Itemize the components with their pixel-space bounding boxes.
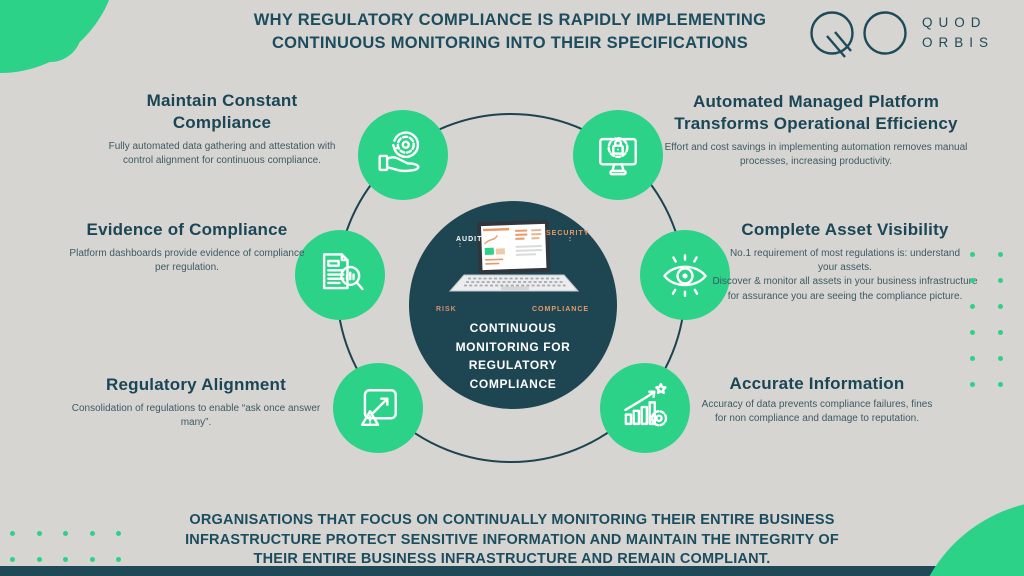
green-dot: [89, 557, 95, 562]
green-dot: [970, 252, 975, 257]
green-dot: [970, 356, 975, 361]
green-dot: [10, 531, 15, 536]
node-asset-title: Complete Asset Visibility: [741, 220, 949, 239]
node-asset: Complete Asset Visibility No.1 requireme…: [710, 219, 980, 304]
page-title: WHY REGULATORY COMPLIANCE IS RAPIDLY IMP…: [253, 11, 767, 53]
green-dot: [116, 531, 121, 536]
green-dot: [970, 304, 975, 309]
node-accurate-title: Accurate Information: [729, 374, 905, 393]
node-automated-description: Effort and cost savings in implementing …: [664, 142, 968, 168]
gear-hand-icon: [378, 131, 420, 173]
laptop-label-risk: RISK: [436, 306, 457, 313]
document-magnifier-icon: [322, 253, 364, 291]
corner-blob-bottom-right: [910, 500, 1024, 576]
node-asset-description-2: Discover & monitor all assets in your bu…: [712, 276, 978, 302]
green-dot: [116, 557, 121, 562]
logo-word-quod: QUOD: [922, 14, 987, 30]
node-circle-regulatory: [333, 363, 423, 453]
node-regulatory-title: Regulatory Alignment: [106, 375, 286, 394]
laptop-label-security: SECURITY: [546, 230, 589, 237]
logo-word-orbis: ORBIS: [922, 35, 995, 50]
green-dot: [63, 557, 68, 562]
bottom-accent-bar: [0, 566, 1024, 576]
monitor-lock-icon: [599, 136, 637, 176]
green-dot: [36, 531, 42, 536]
green-dot: [89, 531, 95, 536]
node-circle-evidence: [295, 230, 385, 320]
green-dot: [998, 252, 1003, 257]
green-dot: [36, 557, 42, 562]
qo-monogram-icon: [810, 11, 907, 58]
node-automated: Automated Managed Platform Transforms Op…: [651, 91, 981, 170]
green-dot: [970, 278, 975, 283]
node-automated-title: Automated Managed Platform Transforms Op…: [674, 92, 958, 134]
green-dot: [63, 531, 68, 536]
eye-icon: [663, 254, 707, 297]
green-dot: [10, 557, 15, 562]
node-circle-asset: [640, 230, 730, 320]
node-accurate-description: Accuracy of data prevents compliance fai…: [701, 399, 933, 425]
node-maintain-description: Fully automated data gathering and attes…: [108, 141, 336, 167]
growth-gear-icon: [624, 382, 668, 427]
node-regulatory: Regulatory Alignment Consolidation of re…: [66, 374, 326, 430]
node-circle-automated: [573, 110, 663, 200]
node-evidence-title: Evidence of Compliance: [86, 220, 288, 239]
laptop-label-audit: AUDIT: [456, 236, 482, 243]
quod-orbis-logo: QUOD ORBIS: [808, 6, 1018, 60]
corner-blob-top-left-small: [18, 0, 82, 62]
green-dot: [998, 304, 1003, 309]
screen-warning-icon: [360, 389, 397, 427]
green-dot: [998, 356, 1003, 361]
green-dot: [970, 382, 975, 387]
node-maintain: Maintain Constant Compliance Fully autom…: [97, 90, 347, 169]
central-hub: AUDIT SECURITY RISK COMPLIANCE CONTINUOU…: [409, 201, 617, 409]
node-regulatory-description: Consolidation of regulations to enable “…: [71, 403, 321, 429]
node-circle-accurate: [600, 363, 690, 453]
node-circle-maintain: [358, 110, 448, 200]
node-asset-description: No.1 requirement of most regulations is:…: [729, 248, 961, 274]
node-evidence: Evidence of Compliance Platform dashboar…: [62, 219, 312, 275]
logo-wordmark: QUOD ORBIS: [922, 13, 994, 54]
green-dot: [970, 330, 975, 335]
laptop-dashboard-icon: AUDIT SECURITY RISK COMPLIANCE: [436, 219, 589, 313]
node-evidence-description: Platform dashboards provide evidence of …: [69, 248, 305, 274]
green-dot: [998, 330, 1003, 335]
node-accurate: Accurate Information Accuracy of data pr…: [692, 373, 942, 426]
node-maintain-title: Maintain Constant Compliance: [146, 91, 298, 133]
footer-statement: ORGANISATIONS THAT FOCUS ON CONTINUALLY …: [185, 512, 839, 568]
green-dot: [998, 382, 1003, 387]
hub-label: CONTINUOUS MONITORING FOR REGULATORY COM…: [455, 321, 571, 391]
laptop-label-compliance: COMPLIANCE: [532, 306, 589, 313]
green-dot: [998, 278, 1003, 283]
